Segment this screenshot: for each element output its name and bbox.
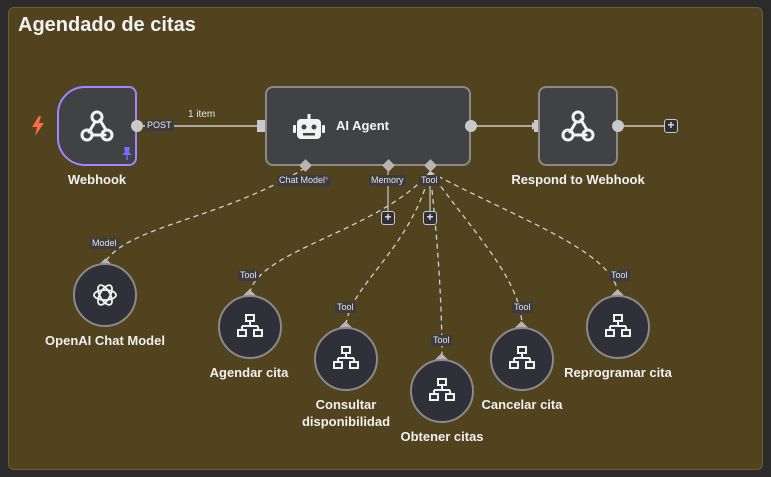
webhook-output-port[interactable] xyxy=(131,120,143,132)
network-icon xyxy=(429,378,455,401)
webhook-label: Webhook xyxy=(67,172,127,187)
add-node-button[interactable]: + xyxy=(664,119,678,133)
reprogramar-port-label: Tool xyxy=(609,270,630,281)
respond-output-port[interactable] xyxy=(612,120,624,132)
ai-agent-node[interactable] xyxy=(265,86,471,166)
consultar-label: Consultar disponibilidad xyxy=(301,397,391,429)
reprogramar-cita-node[interactable] xyxy=(586,295,650,359)
cancelar-cita-node[interactable] xyxy=(490,327,554,391)
add-tool-button[interactable]: + xyxy=(423,211,437,225)
ai-agent-output-port[interactable] xyxy=(465,120,477,132)
pin-icon xyxy=(122,147,132,160)
openai-icon xyxy=(93,284,117,306)
cancelar-port-label: Tool xyxy=(512,302,533,313)
webhook-node[interactable] xyxy=(57,86,137,166)
webhook-icon xyxy=(561,110,595,142)
reprogramar-label: Reprogramar cita xyxy=(564,365,672,380)
network-icon xyxy=(237,314,263,337)
memory-port-label: Memory xyxy=(369,175,406,186)
openai-port-label: Model xyxy=(90,238,119,249)
webhook-icon xyxy=(80,110,114,142)
add-memory-button[interactable]: + xyxy=(381,211,395,225)
openai-chat-model-node[interactable] xyxy=(73,263,137,327)
respond-to-webhook-node[interactable] xyxy=(538,86,618,166)
agendar-port-label: Tool xyxy=(238,270,259,281)
chat-model-port-label: Chat Model* xyxy=(277,175,331,186)
network-icon xyxy=(509,346,535,369)
workflow-title: Agendado de citas xyxy=(18,14,196,36)
cancelar-label: Cancelar cita xyxy=(481,397,563,412)
agent-input-port xyxy=(257,120,265,132)
obtener-citas-node[interactable] xyxy=(410,359,474,423)
ai-agent-label: AI Agent xyxy=(336,118,389,133)
respond-label: Respond to Webhook xyxy=(511,172,645,187)
trigger-bolt-icon xyxy=(32,116,44,136)
robot-icon xyxy=(293,114,325,139)
network-icon xyxy=(605,314,631,337)
obtener-port-label: Tool xyxy=(431,335,452,346)
openai-label: OpenAI Chat Model xyxy=(45,333,165,348)
consultar-disponibilidad-node[interactable] xyxy=(314,327,378,391)
edge-item-count: 1 item xyxy=(188,109,216,120)
obtener-label: Obtener citas xyxy=(400,429,484,444)
webhook-method-label: POST xyxy=(145,120,174,131)
agendar-label: Agendar cita xyxy=(209,365,289,380)
sticky-note-frame[interactable] xyxy=(8,7,763,470)
tool-port-label: Tool xyxy=(419,175,440,186)
consultar-port-label: Tool xyxy=(335,302,356,313)
network-icon xyxy=(333,346,359,369)
agendar-cita-node[interactable] xyxy=(218,295,282,359)
